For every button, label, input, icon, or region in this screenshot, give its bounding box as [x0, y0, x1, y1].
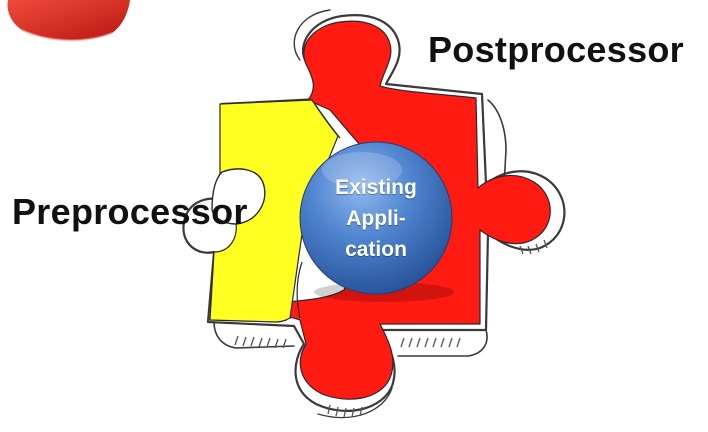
center-label-line-2: Appli-: [346, 206, 406, 230]
center-label-line-3: cation: [345, 237, 407, 261]
postprocessor-label: Postprocessor: [428, 29, 684, 70]
yellow-socket-notch: [211, 168, 266, 225]
puzzle-sketch-outline: [182, 9, 566, 419]
piece-divider: [296, 99, 341, 319]
blue-sphere: [299, 141, 453, 295]
corner-puzzle-fragment: [7, 0, 130, 42]
sphere-highlight: [322, 152, 402, 188]
center-label-line-1: Existing: [335, 175, 417, 199]
existing-application-label: Existing Appli- cation: [300, 142, 452, 294]
preprocessor-label: Preprocessor: [12, 191, 248, 232]
